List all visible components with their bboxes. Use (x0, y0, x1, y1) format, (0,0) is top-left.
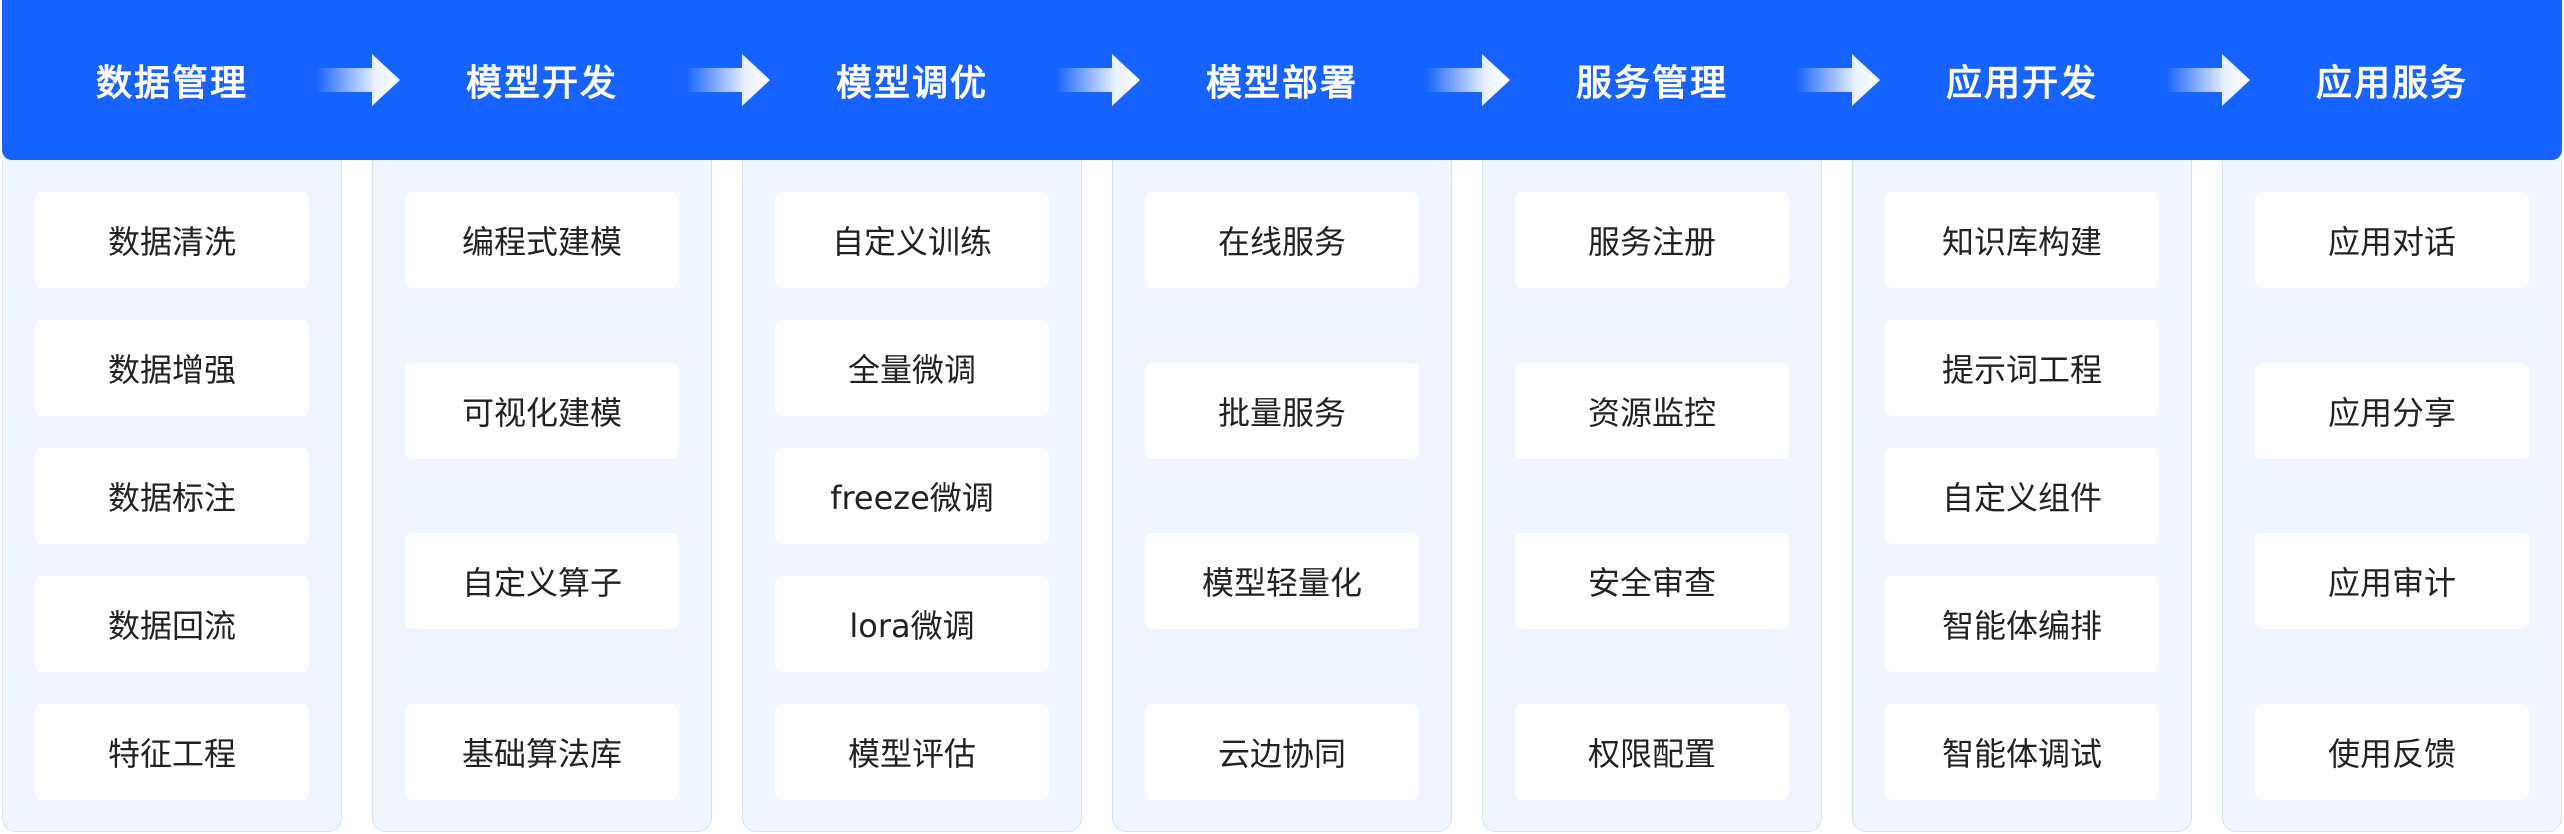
stage-item: 应用对话 (2255, 192, 2529, 288)
arrow-right-icon (686, 54, 770, 106)
stage-column: 知识库构建提示词工程自定义组件智能体编排智能体调试 (1852, 160, 2192, 832)
stage-item: 使用反馈 (2255, 704, 2529, 800)
stage-item: 批量服务 (1145, 363, 1419, 459)
stage-column: 服务注册资源监控安全审查权限配置 (1482, 160, 1822, 832)
stage-item: 数据标注 (35, 448, 309, 544)
stage-item: 智能体编排 (1885, 576, 2159, 672)
stage-item: 自定义算子 (405, 533, 679, 629)
stage-item: 应用审计 (2255, 533, 2529, 629)
stage-title: 服务管理 (1575, 63, 1728, 104)
stage-item: 基础算法库 (405, 704, 679, 800)
stage-item: lora微调 (775, 576, 1049, 672)
stage-item: 数据清洗 (35, 192, 309, 288)
stage-item: 安全审查 (1515, 533, 1789, 629)
stage-item: 可视化建模 (405, 363, 679, 459)
arrow-right-icon (2166, 54, 2250, 106)
stage-column: 应用对话应用分享应用审计使用反馈 (2222, 160, 2562, 832)
stage-item: 自定义训练 (775, 192, 1049, 288)
stage-item: 知识库构建 (1885, 192, 2159, 288)
pipeline-header (2, 0, 2562, 160)
stage-item: 特征工程 (35, 704, 309, 800)
arrow-right-icon (316, 54, 400, 106)
stage-item: 模型轻量化 (1145, 533, 1419, 629)
stage-item: 编程式建模 (405, 192, 679, 288)
stage-item: 服务注册 (1515, 192, 1789, 288)
stage-item: 数据增强 (35, 320, 309, 416)
stage-title: 数据管理 (95, 63, 248, 104)
arrow-right-icon (1056, 54, 1140, 106)
stage-title: 模型开发 (465, 63, 618, 104)
stage-item: 数据回流 (35, 576, 309, 672)
stage-item: 云边协同 (1145, 704, 1419, 800)
stage-title: 应用服务 (2315, 63, 2468, 104)
stage-column: 在线服务批量服务模型轻量化云边协同 (1112, 160, 1452, 832)
stage-column: 数据清洗数据增强数据标注数据回流特征工程 (2, 160, 342, 832)
stage-item: 在线服务 (1145, 192, 1419, 288)
stage-item: 自定义组件 (1885, 448, 2159, 544)
stage-title: 模型部署 (1205, 63, 1358, 104)
stage-column: 自定义训练全量微调 freeze微调 lora微调模型评估 (742, 160, 1082, 832)
stage-item: 全量微调 (775, 320, 1049, 416)
stage-title: 模型调优 (835, 63, 988, 104)
stage-item: 应用分享 (2255, 363, 2529, 459)
arrow-right-icon (1796, 54, 1880, 106)
stage-item: 提示词工程 (1885, 320, 2159, 416)
stage-item: 权限配置 (1515, 704, 1789, 800)
stage-item: freeze微调 (775, 448, 1049, 544)
stage-item: 模型评估 (775, 704, 1049, 800)
stage-title: 应用开发 (1945, 63, 2098, 104)
arrow-right-icon (1426, 54, 1510, 106)
stage-column: 编程式建模可视化建模自定义算子基础算法库 (372, 160, 712, 832)
stage-item: 智能体调试 (1885, 704, 2159, 800)
stage-item: 资源监控 (1515, 363, 1789, 459)
